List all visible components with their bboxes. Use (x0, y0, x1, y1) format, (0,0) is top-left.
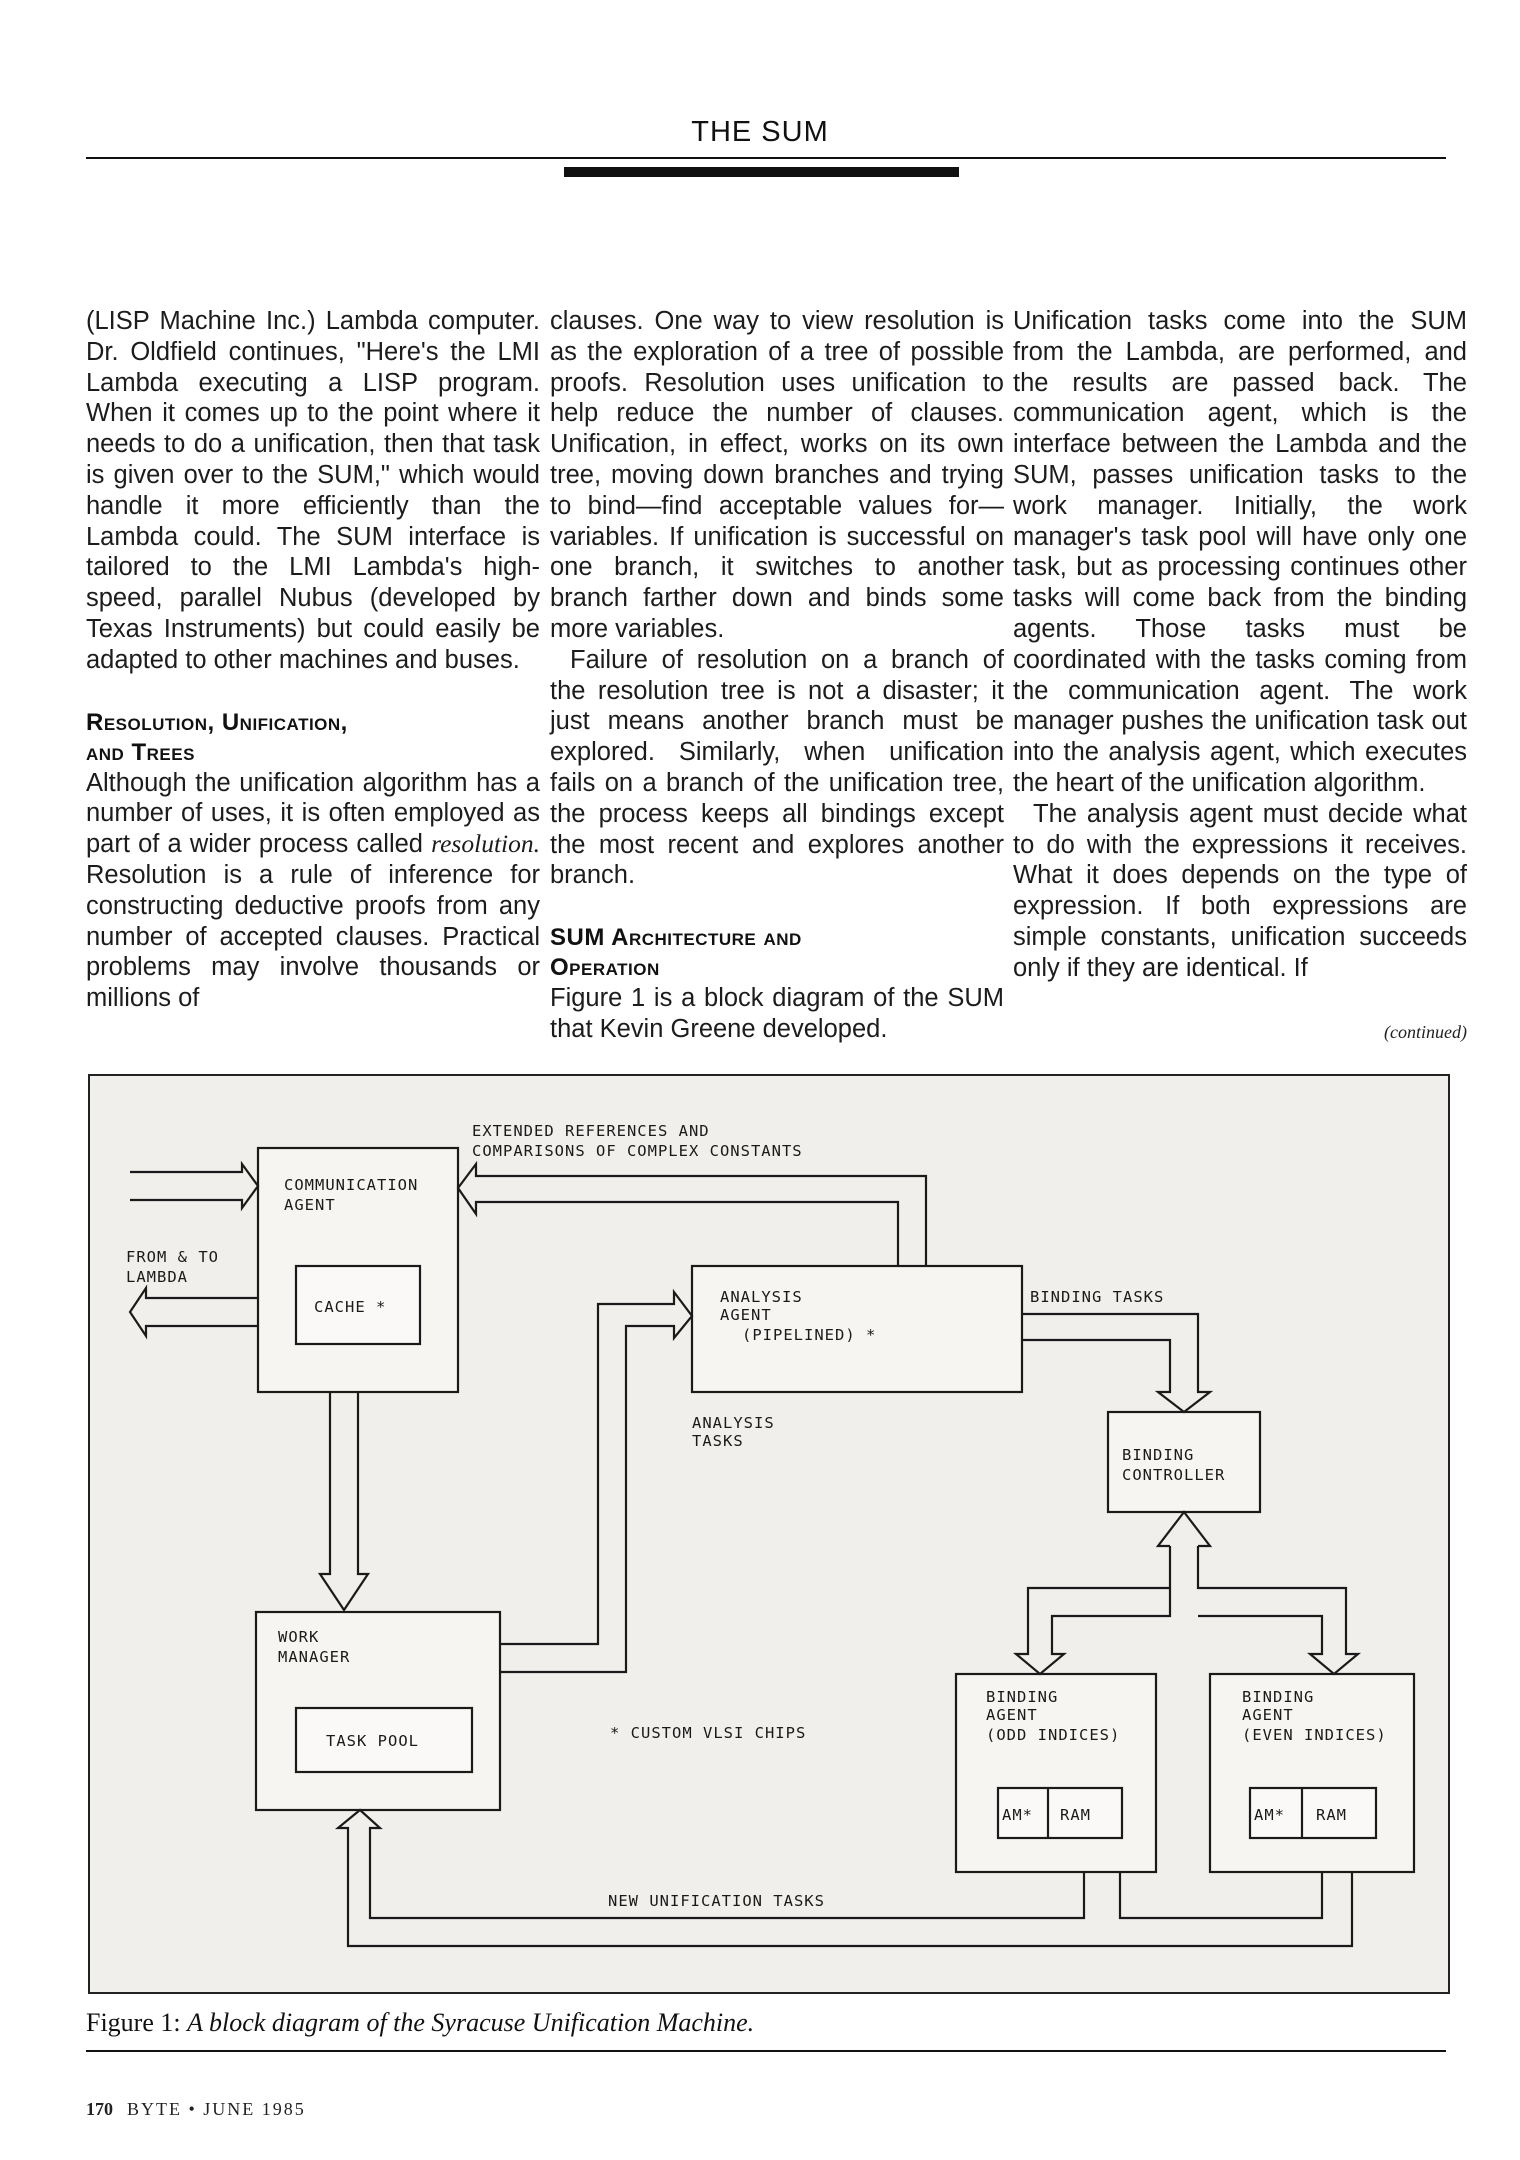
label-binding-odd-2: AGENT (986, 1706, 1038, 1724)
label-comm-agent-1: COMMUNICATION (284, 1176, 418, 1194)
label-work-manager-1: WORK (278, 1628, 319, 1646)
heading-line: SUM Architecture and (550, 924, 802, 952)
paragraph: (LISP Machine Inc.) Lambda computer. Dr.… (86, 307, 540, 674)
paragraph: Unification tasks come into the SUM from… (1013, 307, 1467, 797)
text-column-3: Unification tasks come into the SUM from… (1013, 306, 1467, 984)
continued-note: (continued) (1384, 1022, 1467, 1042)
label-analysis-agent-3: (PIPELINED) * (742, 1326, 876, 1344)
label-binding-controller-1: BINDING (1122, 1446, 1194, 1464)
text-run: Resolution is a rule of inference for co… (86, 860, 540, 1013)
label-binding-odd-1: BINDING (986, 1688, 1058, 1706)
paragraph: Failure of resolution on a branch of the… (550, 645, 1004, 890)
cache-box (294, 1264, 422, 1346)
figure-1-block-diagram: EXTENDED REFERENCES AND COMPARISONS OF C… (88, 1074, 1450, 1994)
agents-to-controller-arrowhead (1155, 1510, 1213, 1548)
label-analysis-agent-2: AGENT (720, 1306, 772, 1324)
header-bar (564, 167, 959, 177)
label-cache: CACHE * (314, 1298, 386, 1316)
heading-line: Resolution, Unification, (86, 708, 348, 736)
label-ext-ref-2: COMPARISONS OF COMPLEX CONSTANTS (472, 1142, 803, 1160)
comm-to-work-manager-arrow (317, 1392, 371, 1612)
text-column-2: clauses. One way to view resolution is a… (550, 306, 1004, 1045)
section-heading-resolution: Resolution, Unification, and Trees (86, 708, 540, 768)
analysis-agent-box (690, 1264, 1024, 1394)
header-rule (86, 157, 1446, 159)
paragraph: Although the unification algorithm has a… (86, 768, 540, 1014)
label-binding-even-2: AGENT (1242, 1706, 1294, 1724)
text-run: Although the unification algorithm has a… (86, 768, 540, 859)
communication-agent-box (256, 1146, 460, 1394)
footer-rule (86, 2050, 1446, 2052)
label-binding-odd-3: (ODD INDICES) (986, 1726, 1120, 1744)
binding-tasks-arrow (1022, 1312, 1214, 1414)
folio: 170 BYTE • JUNE 1985 (86, 2099, 306, 2120)
am-ram-odd-box (996, 1786, 1124, 1840)
controller-to-agents-arrows (1012, 1546, 1362, 1676)
label-binding-tasks: BINDING TASKS (1030, 1288, 1164, 1306)
output-arrow-to-lambda (128, 1284, 258, 1340)
label-ram-odd: RAM (1060, 1806, 1091, 1824)
new-unification-tasks-arrow (334, 1808, 1354, 1948)
heading-line: and Trees (86, 738, 195, 766)
label-new-unification-tasks: NEW UNIFICATION TASKS (608, 1892, 825, 1910)
label-ram-even: RAM (1316, 1806, 1347, 1824)
diagram-canvas: EXTENDED REFERENCES AND COMPARISONS OF C… (126, 1122, 1416, 1948)
label-am-even: AM* (1254, 1806, 1285, 1824)
am-ram-even-box (1248, 1786, 1378, 1840)
label-custom-vlsi: * CUSTOM VLSI CHIPS (610, 1724, 806, 1742)
label-from-to-2: LAMBDA (126, 1268, 188, 1286)
label-binding-controller-2: CONTROLLER (1122, 1466, 1225, 1484)
input-arrow-from-lambda (130, 1160, 260, 1212)
section-heading-architecture: SUM Architecture and Operation (550, 923, 1004, 983)
page-number: 170 (86, 2099, 113, 2119)
label-work-manager-2: MANAGER (278, 1648, 350, 1666)
label-analysis-tasks-2: TASKS (692, 1432, 744, 1450)
extended-references-arrow (456, 1160, 928, 1266)
paragraph: Figure 1 is a block diagram of the SUM t… (550, 984, 1004, 1043)
label-am-odd: AM* (1002, 1806, 1033, 1824)
issue-line: BYTE • JUNE 1985 (127, 2099, 306, 2119)
label-task-pool: TASK POOL (326, 1732, 419, 1750)
label-from-to-1: FROM & TO (126, 1248, 219, 1266)
label-comm-agent-2: AGENT (284, 1196, 336, 1214)
label-analysis-tasks-1: ANALYSIS (692, 1414, 775, 1432)
paragraph: The analysis agent must decide what to d… (1013, 799, 1467, 982)
text-column-1: (LISP Machine Inc.) Lambda computer. Dr.… (86, 306, 540, 1014)
figure-caption: Figure 1: A block diagram of the Syracus… (86, 2008, 754, 2038)
italic-term: resolution. (431, 829, 540, 859)
heading-line: Operation (550, 954, 660, 982)
paragraph: clauses. One way to view resolution is a… (550, 307, 1004, 643)
analysis-tasks-arrow (500, 1288, 694, 1674)
caption-label: Figure 1: (86, 2008, 181, 2037)
label-binding-even-1: BINDING (1242, 1688, 1314, 1706)
task-pool-box (294, 1706, 474, 1774)
label-ext-ref-1: EXTENDED REFERENCES AND (472, 1122, 710, 1140)
running-head: THE SUM (691, 116, 829, 148)
caption-text: A block diagram of the Syracuse Unificat… (187, 2008, 755, 2037)
label-binding-even-3: (EVEN INDICES) (1242, 1726, 1387, 1744)
label-analysis-agent-1: ANALYSIS (720, 1288, 803, 1306)
